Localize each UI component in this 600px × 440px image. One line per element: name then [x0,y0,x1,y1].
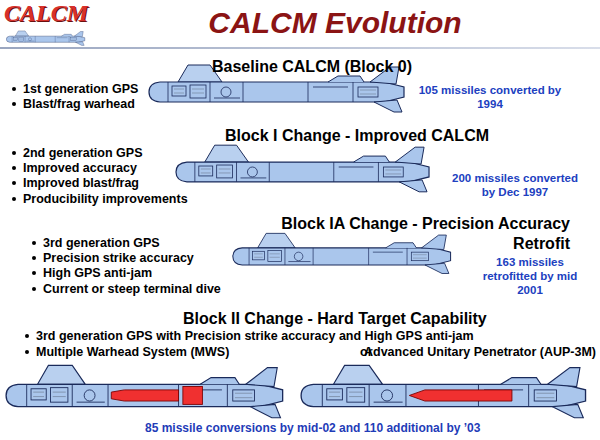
bullet-row: Multiple Warhead System (MWS) [25,345,229,359]
feature-item: Improved blast/frag [23,176,139,190]
block-heading: Block II Change - Hard Target Capability [183,310,487,328]
bullet-row: High GPS anti-jam [32,266,152,280]
feature-item: High GPS anti-jam [43,266,152,280]
mws-missile [6,365,283,417]
logo-text: CALCM [4,0,88,27]
bullet-row: 3rd generation GPS with Precision strike… [25,329,474,343]
bullet-dot [32,271,36,275]
bullet-dot [12,87,16,91]
conversion-note: 105 missiles converted by 1994 [415,84,565,112]
option-item: Advanced Unitary Penetrator (AUP-3M) [364,345,596,359]
title-rule [0,47,600,49]
bullet-dot [12,181,16,185]
block-heading: Block IA Change - Precision Accuracy Ret… [270,214,570,254]
bullet-dot [25,334,29,338]
bullet-row: Current or steep terminal dive [32,282,221,296]
page-title: CALCM Evolution [90,6,580,40]
feature-item: Multiple Warhead System (MWS) [36,345,229,359]
block-heading: Block I Change - Improved CALCM [225,127,489,145]
bullet-row: Improved accuracy [12,161,137,175]
logo-missile [6,31,84,45]
bullet-row: Producibility improvements [12,192,188,206]
bullet-row: 3rd generation GPS [32,236,160,250]
bullet-row: 1st generation GPS [12,82,138,96]
bullet-dot [25,350,29,354]
bullet-row: 2nd generation GPS [12,146,142,160]
feature-item: Producibility improvements [23,192,188,206]
feature-item: 3rd generation GPS [43,236,160,250]
feature-item: Precision strike accuracy [43,251,194,265]
feature-item: 2nd generation GPS [23,146,142,160]
bullet-row: Blast/frag warhead [12,97,135,111]
feature-item: Blast/frag warhead [23,97,135,111]
bullet-dot [32,287,36,291]
bullet-dot [12,151,16,155]
feature-item: Improved accuracy [23,161,137,175]
feature-item: Current or steep terminal dive [43,282,221,296]
conversion-note: 85 missile conversions by mid-02 and 110… [145,421,480,435]
conversion-note: 200 missiles converted by Dec 1997 [445,172,585,200]
conversion-note: 163 missiles retrofitted by mid 2001 [478,256,582,297]
block1a-missile [233,233,451,273]
bullet-dot [32,256,36,260]
bullet-dot [12,197,16,201]
bullet-dot [12,102,16,106]
bullet-row: Improved blast/frag [12,176,139,190]
feature-item: 3rd generation GPS with Precision strike… [36,329,474,343]
bullet-row: Precision strike accuracy [32,251,194,265]
block1-missile [176,145,429,192]
feature-item: 1st generation GPS [23,82,138,96]
aup-missile [301,365,585,417]
bullet-dot [12,166,16,170]
block-heading: Baseline CALCM (Block 0) [212,58,412,76]
bullet-dot [32,241,36,245]
